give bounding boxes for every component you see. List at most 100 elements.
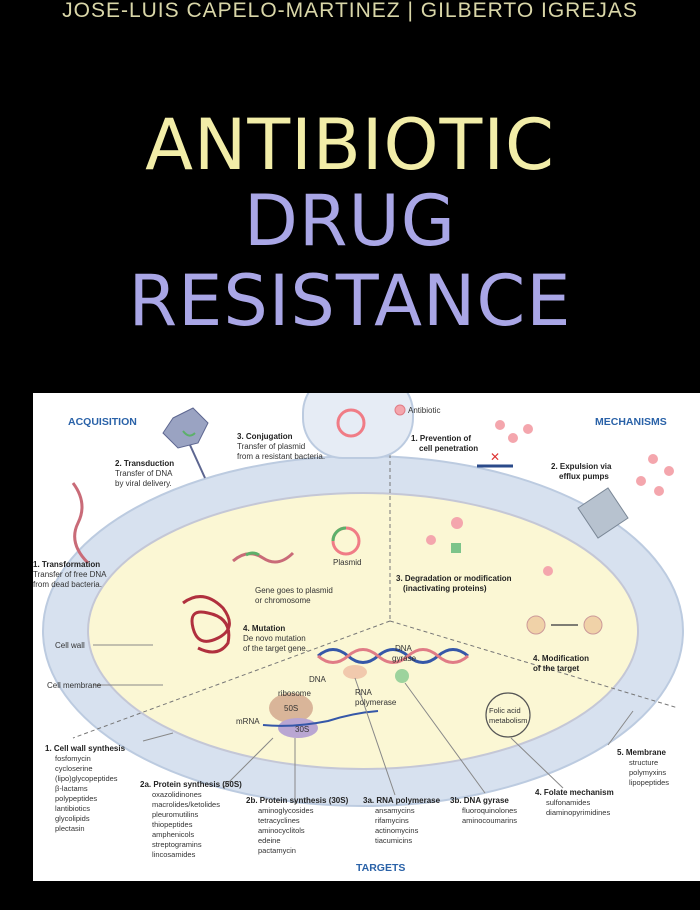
- modified-target: [583, 615, 603, 635]
- prevention-line2: cell penetration: [419, 444, 478, 453]
- chromosome-icon: [182, 595, 231, 654]
- rna-polymerase-icon: [343, 665, 367, 679]
- dna-strand: [317, 648, 469, 664]
- antibiotic-legend: Antibiotic: [408, 406, 440, 415]
- antibiotic-dot: [664, 466, 674, 476]
- cell-membrane-label: Cell membrane: [47, 681, 102, 690]
- gene-goes-line2: or chromosome: [255, 596, 311, 605]
- target-item: polypeptides: [55, 794, 97, 803]
- target-item: lantibiotics: [55, 804, 90, 813]
- acquisition-heading: ACQUISITION: [68, 416, 137, 428]
- antibiotic-dot: [648, 454, 658, 464]
- ribosome-50s-label: 50S: [284, 704, 298, 713]
- pointer-line: [404, 682, 486, 794]
- ribosome-label: ribosome: [278, 689, 311, 698]
- dna-gyrase-line2: gyrase: [392, 654, 417, 663]
- conjugation-line2: from a resistant bacteria.: [237, 452, 325, 461]
- title-line-1: ANTIBIOTIC: [145, 104, 555, 186]
- transformation-line1: Transfer of free DNA: [33, 570, 107, 579]
- degradation-line2: (inactivating proteins): [403, 584, 487, 593]
- phage-icon: [162, 407, 209, 449]
- mechanisms-heading: MECHANISMS: [595, 416, 667, 428]
- title-line-2: DRUG: [243, 180, 457, 262]
- target-cell-wall: 1. Cell wall synthesis fosfomycin cyclos…: [45, 744, 126, 833]
- gene-goes-line1: Gene goes to plasmid: [255, 586, 333, 595]
- dna-label: DNA: [309, 675, 327, 684]
- target-item: aminoglycosides: [258, 806, 314, 815]
- target-item: streptogramins: [152, 840, 202, 849]
- dna-strand-2: [317, 648, 469, 664]
- target-item: glycolipids: [55, 814, 90, 823]
- target-item: polymyxins: [629, 768, 666, 777]
- dna-gyrase-icon: [395, 669, 409, 683]
- antibiotic-dot: [636, 476, 646, 486]
- ribosome-30s: [278, 718, 318, 738]
- antibiotic-dot: [495, 420, 505, 430]
- target-item: aminocoumarins: [462, 816, 517, 825]
- efflux-pump-icon: [577, 487, 629, 539]
- bacteria-diagram: ✕ ACQUISITION MECHANISMS TARGETS Antibio…: [33, 393, 684, 874]
- phage-tail: [189, 444, 206, 479]
- expulsion-line1: 2. Expulsion via: [551, 462, 612, 471]
- antibiotic-legend-icon: [394, 404, 406, 416]
- target-item: cycloserine: [55, 764, 93, 773]
- modification-line2: of the target: [533, 664, 580, 673]
- antibiotic-dot: [523, 424, 533, 434]
- inactivating-protein: [451, 543, 461, 553]
- mrna-strand: [262, 710, 379, 727]
- target-title: 3a. RNA polymerase: [363, 796, 441, 805]
- transformation-line2: from dead bacteria.: [33, 580, 102, 589]
- target-folate: 4. Folate mechanism sulfonamides diamino…: [535, 788, 614, 817]
- degraded-antibiotic: [426, 535, 436, 545]
- target-item: pleuromutilins: [152, 810, 199, 819]
- degraded-antibiotic: [451, 517, 463, 529]
- conjugation-title: 3. Conjugation: [237, 432, 293, 441]
- pointer-line: [222, 737, 274, 789]
- target-item: macrolides/ketolides: [152, 800, 220, 809]
- bottom-bar: [0, 881, 700, 910]
- target-item: oxazolidinones: [152, 790, 202, 799]
- target-item: lincosamides: [152, 850, 196, 859]
- degradation-line1: 3. Degradation or modification: [396, 574, 512, 583]
- target-item: sulfonamides: [546, 798, 590, 807]
- target-item: tetracyclines: [258, 816, 300, 825]
- target-item: thiopeptides: [152, 820, 193, 829]
- target-item: rifamycins: [375, 816, 409, 825]
- modification-line1: 4. Modification: [533, 654, 589, 663]
- pointer-line: [354, 677, 396, 796]
- target-title: 2b. Protein synthesis (30S): [246, 796, 349, 805]
- folic-line2: metabolism: [489, 716, 527, 725]
- antibiotic-dot: [654, 486, 664, 496]
- prevention-line1: 1. Prevention of: [411, 434, 471, 443]
- antibiotic-dot: [508, 433, 518, 443]
- transformation-title: 1. Transformation: [33, 560, 100, 569]
- antibiotic-dot: [543, 566, 553, 576]
- target-protein: [526, 615, 546, 635]
- phage-dna: [182, 430, 196, 437]
- target-item: fluoroquinolones: [462, 806, 517, 815]
- target-title: 2a. Protein synthesis (50S): [140, 780, 242, 789]
- target-title: 3b. DNA gyrase: [450, 796, 509, 805]
- folic-line1: Folic acid: [489, 706, 521, 715]
- target-item: (lipo)glycopeptides: [55, 774, 118, 783]
- dna-fragment-gene: [245, 551, 260, 557]
- target-item: aminocyclitols: [258, 826, 305, 835]
- rna-polymerase-line1: RNA: [355, 688, 373, 697]
- divider-line: [389, 620, 679, 709]
- target-item: ansamycins: [375, 806, 415, 815]
- conjugation-line1: Transfer of plasmid: [237, 442, 305, 451]
- target-title: 4. Folate mechanism: [535, 788, 614, 797]
- target-item: fosfomycin: [55, 754, 91, 763]
- target-item: structure: [629, 758, 658, 767]
- pointer-line: [510, 737, 564, 789]
- target-protein-50s: 2a. Protein synthesis (50S) oxazolidinon…: [140, 780, 242, 859]
- pointer-line: [142, 732, 174, 742]
- pointer-line: [607, 710, 634, 746]
- target-item: lipopeptides: [629, 778, 669, 787]
- donor-plasmid: [336, 408, 366, 438]
- block-icon: ✕: [490, 450, 500, 464]
- plasmid-gene: [331, 526, 347, 542]
- mutation-title: 4. Mutation: [243, 624, 285, 633]
- title-line-3: RESISTANCE: [128, 260, 572, 342]
- target-membrane: 5. Membrane structure polymyxins lipopep…: [617, 748, 669, 787]
